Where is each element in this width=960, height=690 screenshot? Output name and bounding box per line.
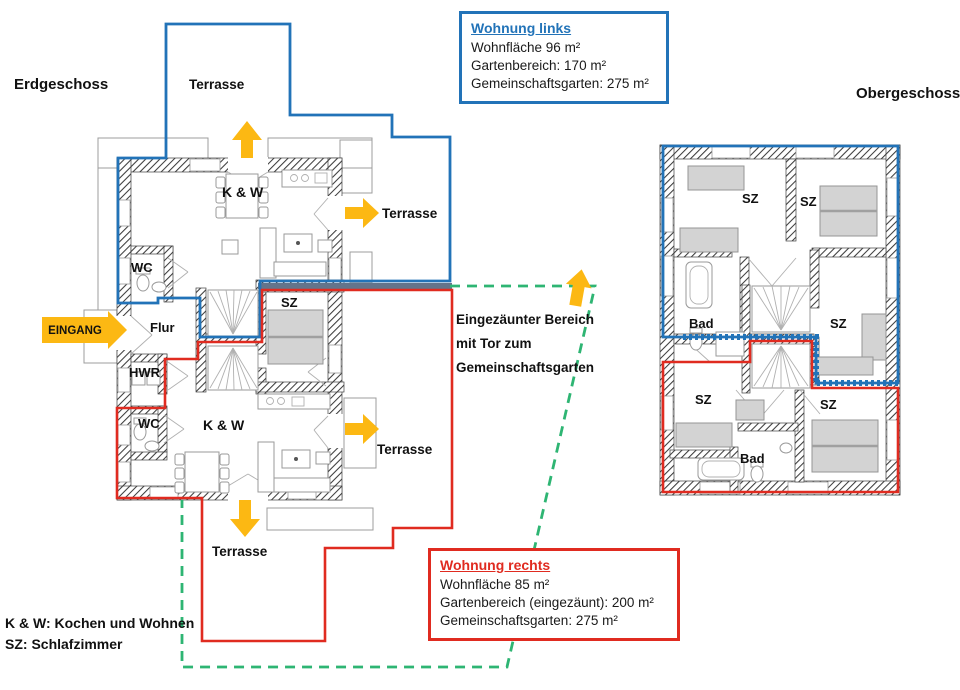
entrance-label: EINGANG bbox=[48, 325, 102, 337]
blue-boundary-og bbox=[661, 144, 900, 385]
stairs-og bbox=[751, 285, 811, 389]
stairs-eg bbox=[207, 289, 259, 391]
fence-note-line2: mit Tor zum bbox=[456, 336, 532, 351]
label-og-sz-tr: SZ bbox=[800, 194, 817, 209]
label-kw-bottom: K & W bbox=[203, 417, 245, 433]
label-wc-bottom: WC bbox=[138, 416, 160, 431]
info-rechts-line2: Gartenbereich (eingezäunt): 200 m² bbox=[440, 595, 654, 610]
erdgeschoss-plan: K & W WC Flur HWR WC SZ K & W bbox=[116, 157, 345, 501]
label-terrasse-right-bottom: Terrasse bbox=[377, 442, 433, 457]
label-og-sz-mr: SZ bbox=[830, 316, 847, 331]
legend: K & W: Kochen und Wohnen SZ: Schlafzimme… bbox=[5, 615, 194, 657]
arrows bbox=[230, 121, 592, 537]
label-og-sz-br: SZ bbox=[820, 397, 837, 412]
legend-line1: K & W: Kochen und Wohnen bbox=[5, 615, 195, 631]
label-terrasse-top: Terrasse bbox=[189, 77, 245, 92]
label-og-bad-bottom: Bad bbox=[740, 451, 765, 466]
label-wc-top: WC bbox=[131, 260, 153, 275]
label-og-sz-ml: SZ bbox=[695, 392, 712, 407]
furniture-eg bbox=[131, 169, 333, 494]
label-terrasse-bottom: Terrasse bbox=[212, 544, 268, 559]
terrace-arrow-right-bottom-icon bbox=[345, 414, 379, 444]
terrace-arrow-right-top-icon bbox=[345, 198, 379, 228]
furniture-og bbox=[675, 165, 887, 483]
green-fence-boundary bbox=[180, 284, 597, 669]
terrace-arrow-down-icon bbox=[230, 500, 260, 537]
label-og-bad-top: Bad bbox=[689, 316, 714, 331]
label-kw-top: K & W bbox=[222, 184, 264, 200]
obergeschoss-title: Obergeschoss bbox=[856, 85, 960, 102]
label-hwr: HWR bbox=[129, 365, 161, 380]
erdgeschoss-title: Erdgeschoss bbox=[14, 76, 109, 93]
fence-note-line1: Eingezäunter Bereich bbox=[456, 312, 595, 327]
fence-note-line3: Gemeinschaftsgarten bbox=[456, 360, 595, 375]
fence-note: Eingezäunter Bereich mit Tor zum Gemeins… bbox=[456, 312, 594, 384]
blue-boundary-og-inner bbox=[682, 334, 898, 386]
gate-arrow-up-icon bbox=[565, 269, 592, 307]
obergeschoss-plan: SZ SZ Bad SZ SZ SZ Bad bbox=[659, 144, 901, 496]
legend-line2: SZ: Schlafzimmer bbox=[5, 636, 123, 652]
dividing-wall-bar bbox=[258, 283, 452, 289]
info-links-line2: Gartenbereich: 170 m² bbox=[471, 58, 607, 73]
label-og-sz-tl: SZ bbox=[742, 191, 759, 206]
terrace-arrow-up-icon bbox=[232, 121, 262, 158]
info-links-line3: Gemeinschaftsgarten: 275 m² bbox=[471, 76, 649, 91]
label-flur: Flur bbox=[150, 320, 175, 335]
info-rechts-line3: Gemeinschaftsgarten: 275 m² bbox=[440, 613, 618, 628]
info-box-wohnung-rechts: Wohnung rechts Wohnfläche 85 m² Gartenbe… bbox=[428, 548, 680, 641]
entrance-label-box bbox=[42, 317, 108, 343]
info-links-line1: Wohnfläche 96 m² bbox=[471, 40, 581, 55]
entrance-arrow-icon bbox=[108, 311, 127, 349]
info-rechts-title: Wohnung rechts bbox=[440, 557, 551, 573]
label-sz-eg: SZ bbox=[281, 295, 298, 310]
red-boundary-eg bbox=[115, 288, 454, 643]
blue-boundary-eg bbox=[116, 22, 452, 339]
info-box-wohnung-links: Wohnung links Wohnfläche 96 m² Gartenber… bbox=[459, 11, 669, 104]
red-boundary-og bbox=[661, 339, 900, 494]
label-terrasse-right-top: Terrasse bbox=[382, 206, 438, 221]
info-links-title: Wohnung links bbox=[471, 20, 572, 36]
info-rechts-line1: Wohnfläche 85 m² bbox=[440, 577, 550, 592]
entrance-marker: EINGANG bbox=[42, 311, 127, 349]
